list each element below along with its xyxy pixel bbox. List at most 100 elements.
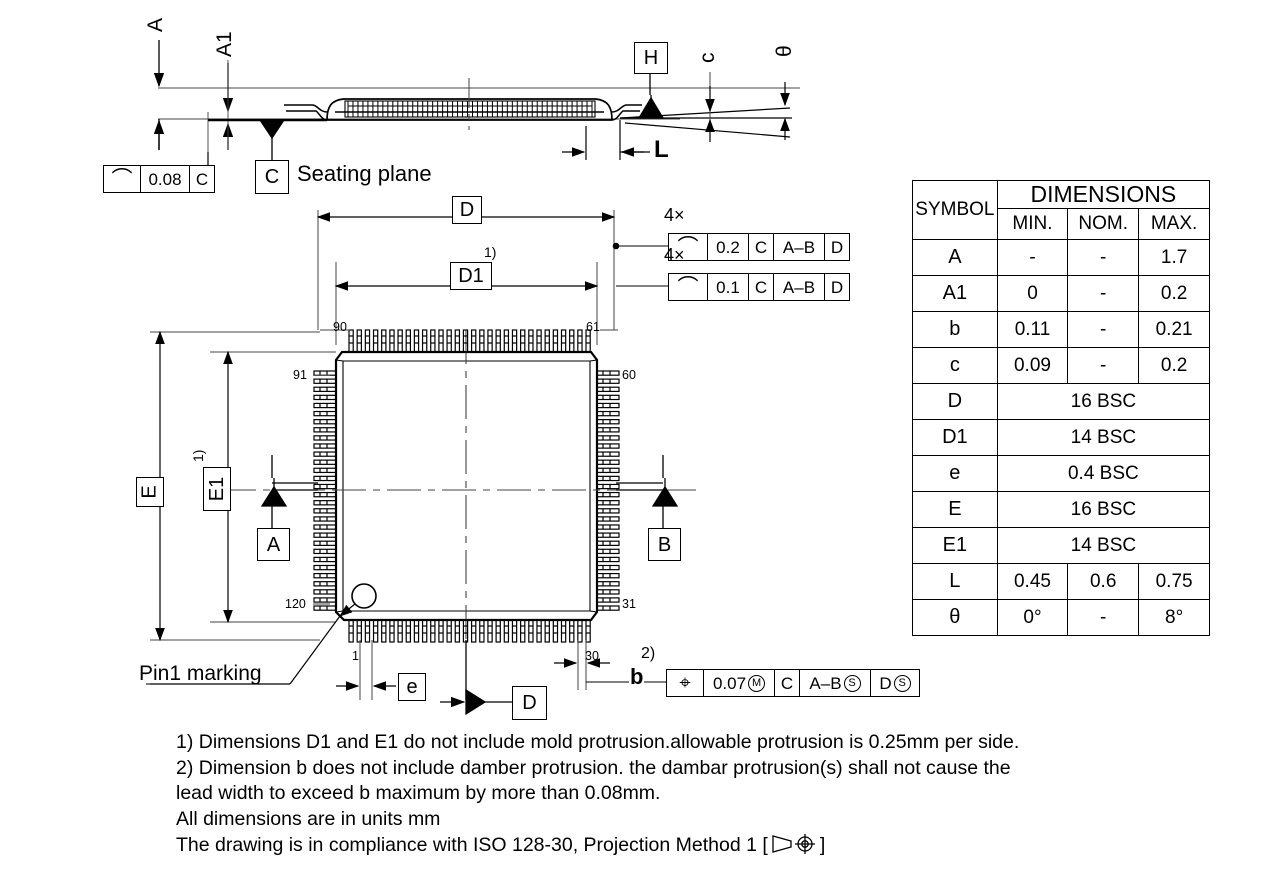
cell-value-span: 14 BSC: [996, 527, 1211, 564]
header-nom: NOM.: [1067, 208, 1140, 240]
profile-value-1: 0.2: [708, 234, 749, 260]
profile-datum-2a: C: [749, 274, 774, 300]
cell-value-span: 14 BSC: [996, 419, 1211, 456]
cell-max: 0.2: [1138, 275, 1210, 312]
pin-number-right-bottom: 31: [622, 597, 636, 611]
table-head: SYMBOL DIMENSIONS MIN. NOM. MAX.: [912, 180, 1211, 240]
position-tolerance-frame: ⌖ 0.07 M C A–B S D S: [666, 669, 920, 697]
dim-e1-label-box: E1: [203, 467, 231, 511]
note-line-1: 1) Dimensions D1 and E1 do not include m…: [176, 731, 1020, 753]
table-header-row-1: SYMBOL DIMENSIONS: [912, 180, 1211, 240]
pin-number-bottom-right: 30: [585, 649, 599, 663]
note-line-2: 2) Dimension b does not include damber p…: [176, 756, 1011, 779]
cell-symbol: θ: [912, 599, 998, 636]
cell-symbol: D: [912, 383, 998, 420]
dim-a-label: A: [144, 16, 168, 33]
pin-number-left-top: 91: [293, 368, 307, 382]
pin1-marking-label: Pin1 marking: [139, 662, 262, 685]
flatness-value: 0.08: [141, 166, 190, 192]
datum-a-marker: A: [257, 528, 290, 561]
dim-e1-label: E1: [206, 476, 228, 502]
cell-symbol: b: [912, 311, 998, 348]
cell-symbol: e: [912, 455, 998, 492]
cell-min: 0°: [996, 599, 1069, 636]
cell-nom: -: [1067, 599, 1140, 636]
flatness-symbol: ⌒: [104, 166, 141, 192]
first-angle-projection-symbol-icon: [769, 832, 819, 864]
cell-min: 0.11: [996, 311, 1069, 348]
dim-b-label: b: [629, 664, 645, 690]
cell-value-span: 16 BSC: [996, 383, 1211, 420]
profile-datum-2c: D: [830, 277, 844, 297]
cell-nom: -: [1067, 311, 1140, 348]
note-ref-1-e1: 1): [190, 449, 206, 462]
profile-datum-1c: D: [830, 237, 844, 257]
position-datum-ab-text: A–B: [809, 673, 842, 693]
note-line-4: All dimensions are in units mm: [176, 807, 441, 830]
datum-b-label: B: [657, 533, 672, 556]
flatness-datum: C: [195, 169, 209, 189]
profile-datum-2b: A–B: [774, 274, 825, 300]
datum-d-marker: D: [512, 686, 547, 720]
profile-frame-2-qty: 4×: [664, 245, 685, 265]
position-datum-d-text: D: [879, 673, 892, 693]
datum-b-marker: B: [648, 528, 681, 561]
datum-h-marker: H: [634, 42, 668, 74]
note-line-3: lead width to exceed b maximum by more t…: [176, 782, 661, 804]
profile-symbol-1: ⌒: [669, 234, 708, 260]
dim-d-label-box: D: [452, 196, 482, 224]
dim-theta-label: θ: [773, 44, 797, 58]
cell-max: 8°: [1138, 599, 1210, 636]
position-datum-ab: A–B S: [800, 670, 871, 696]
position-value-text: 0.07: [712, 673, 747, 693]
cell-max: 0.21: [1138, 311, 1210, 348]
dim-l-label: L: [653, 136, 670, 164]
note-ref-2-b: 2): [641, 645, 656, 662]
note-line-5-pre: The drawing is in compliance with ISO 12…: [176, 834, 768, 856]
regardless-of-feature-size-icon-2: S: [893, 674, 911, 692]
profile-datum-1a: C: [749, 234, 774, 260]
cell-symbol: c: [912, 347, 998, 384]
cell-nom: -: [1067, 239, 1140, 276]
dim-a1-label: A1: [213, 30, 237, 58]
table-row: A--1.7: [912, 239, 1210, 276]
header-symbol: SYMBOL: [912, 180, 998, 240]
profile-symbol-2: ⌒: [669, 274, 708, 300]
dim-d-label: D: [459, 199, 475, 221]
position-value: 0.07 M: [704, 670, 775, 696]
cell-symbol: A1: [912, 275, 998, 312]
cell-max: 1.7: [1138, 239, 1210, 276]
notes-block: 1) Dimensions D1 and E1 do not include m…: [176, 730, 1176, 864]
cell-nom: -: [1067, 347, 1140, 384]
position-symbol: ⌖: [667, 670, 704, 696]
datum-c-marker: C: [255, 160, 289, 194]
pin-number-bottom-left: 1: [352, 649, 359, 663]
pin-number-right-top: 60: [622, 368, 636, 382]
cell-value-span: 0.4 BSC: [996, 455, 1211, 492]
datum-a-label: A: [266, 533, 281, 556]
dim-c-label: c: [696, 51, 720, 64]
maximum-material-condition-icon: M: [748, 674, 766, 692]
cell-max: 0.75: [1138, 563, 1210, 600]
pin-number-top-right: 61: [586, 320, 600, 334]
dim-pitch-label: e: [406, 676, 418, 698]
cell-symbol: E1: [912, 527, 998, 564]
seating-plane-label: Seating plane: [297, 161, 432, 186]
datum-d-label: D: [522, 692, 537, 714]
note-line-5-post: ]: [819, 834, 826, 856]
datum-h-label: H: [643, 47, 659, 69]
pin-number-left-bottom: 120: [285, 597, 306, 611]
profile-value-2: 0.1: [708, 274, 749, 300]
cell-nom: -: [1067, 275, 1140, 312]
profile-frame-1-qty: 4×: [664, 205, 685, 225]
regardless-of-feature-size-icon-1: S: [843, 674, 861, 692]
